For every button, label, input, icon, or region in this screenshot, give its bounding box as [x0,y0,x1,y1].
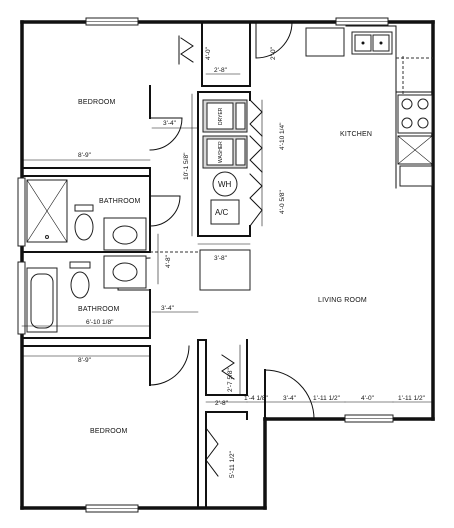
kitchen-counter [345,25,434,93]
label-bedroom-bottom: BEDROOM [90,428,128,435]
room-labels: BEDROOM KITCHEN LIVING ROOM BATHROOM BAT… [78,99,372,435]
label-washer: WASHER [218,141,224,163]
counter-end [399,165,433,187]
dim-entry: 3'-4" [283,395,297,402]
bifold-door [205,427,219,477]
bifold-door [221,354,235,380]
bifold-door [249,99,263,137]
label-kitchen: KITCHEN [340,131,372,138]
fixtures [26,25,434,333]
toilet [74,204,94,212]
dim-closet-top-h: 4'-0" [205,46,212,60]
dim-window-living: 4'-0" [361,395,375,402]
dim-wall-b: 1'-11 1/2" [313,395,341,402]
label-bathroom-top: BATHROOM [99,198,141,205]
dim-hall-length: 10'-1 5/8" [183,152,190,180]
dim-pantry-w: 2'-0" [270,46,277,60]
bedroom-bottom-door [149,345,190,386]
label-bedroom-top: BEDROOM [78,99,116,106]
dim-closet-bottom-h: 2'-7 5/8" [227,368,234,392]
counter-bar [199,249,251,291]
doors [117,21,315,477]
label-air-conditioner: A/C [215,208,229,217]
entry-door [264,369,315,420]
label-living-room: LIVING ROOM [318,297,367,304]
fixture-labels: DRYER WASHER WH A/C [215,107,232,217]
dim-laundry-2: 4'-0 5/8" [279,190,286,214]
bath-top-door [149,195,181,227]
bifold-door [249,173,263,227]
dim-bath-width: 6'-10 1/8" [86,319,114,326]
dim-wall-a: 1'-4 1/8" [244,395,268,402]
dim-laundry-1: 4'-10 1/4" [279,122,286,150]
dim-closet-bottom-w: 2'-8" [215,400,229,407]
window-bath-bottom [17,261,26,335]
dimension-lines [21,73,434,403]
bedroom-top-door [149,117,183,151]
dim-bedroom-top-width: 8'-9" [78,152,92,159]
dim-hall-width: 4'-8" [165,254,172,268]
label-bathroom-bottom: BATHROOM [78,306,120,313]
refrigerator [305,27,345,57]
dim-closet-top-w: 2'-8" [214,67,228,74]
windows [17,17,394,513]
dim-bedroom-top-hall: 3'-4" [163,120,177,127]
dim-wall-c: 1'-11 1/2" [398,395,426,402]
air-conditioner [210,199,240,225]
pantry-door [255,21,293,59]
dimension-labels: 4'-0" 2'-8" 2'-0" 3'-4" 8'-9" 10'-1 5/8"… [78,46,426,478]
dim-closet-bottom-long: 5'-11 1/2" [229,450,236,478]
label-dryer: DRYER [218,107,224,125]
dim-bath-hall: 3'-4" [161,305,175,312]
label-water-heater: WH [218,180,232,189]
bifold-door [180,37,194,63]
window-bath-top [17,177,26,247]
toilet [69,261,91,269]
bifold-door [249,135,263,173]
dim-bedroom-bottom-width: 8'-9" [78,357,92,364]
water-heater [212,171,238,197]
dim-counter-width: 3'-8" [214,255,228,262]
